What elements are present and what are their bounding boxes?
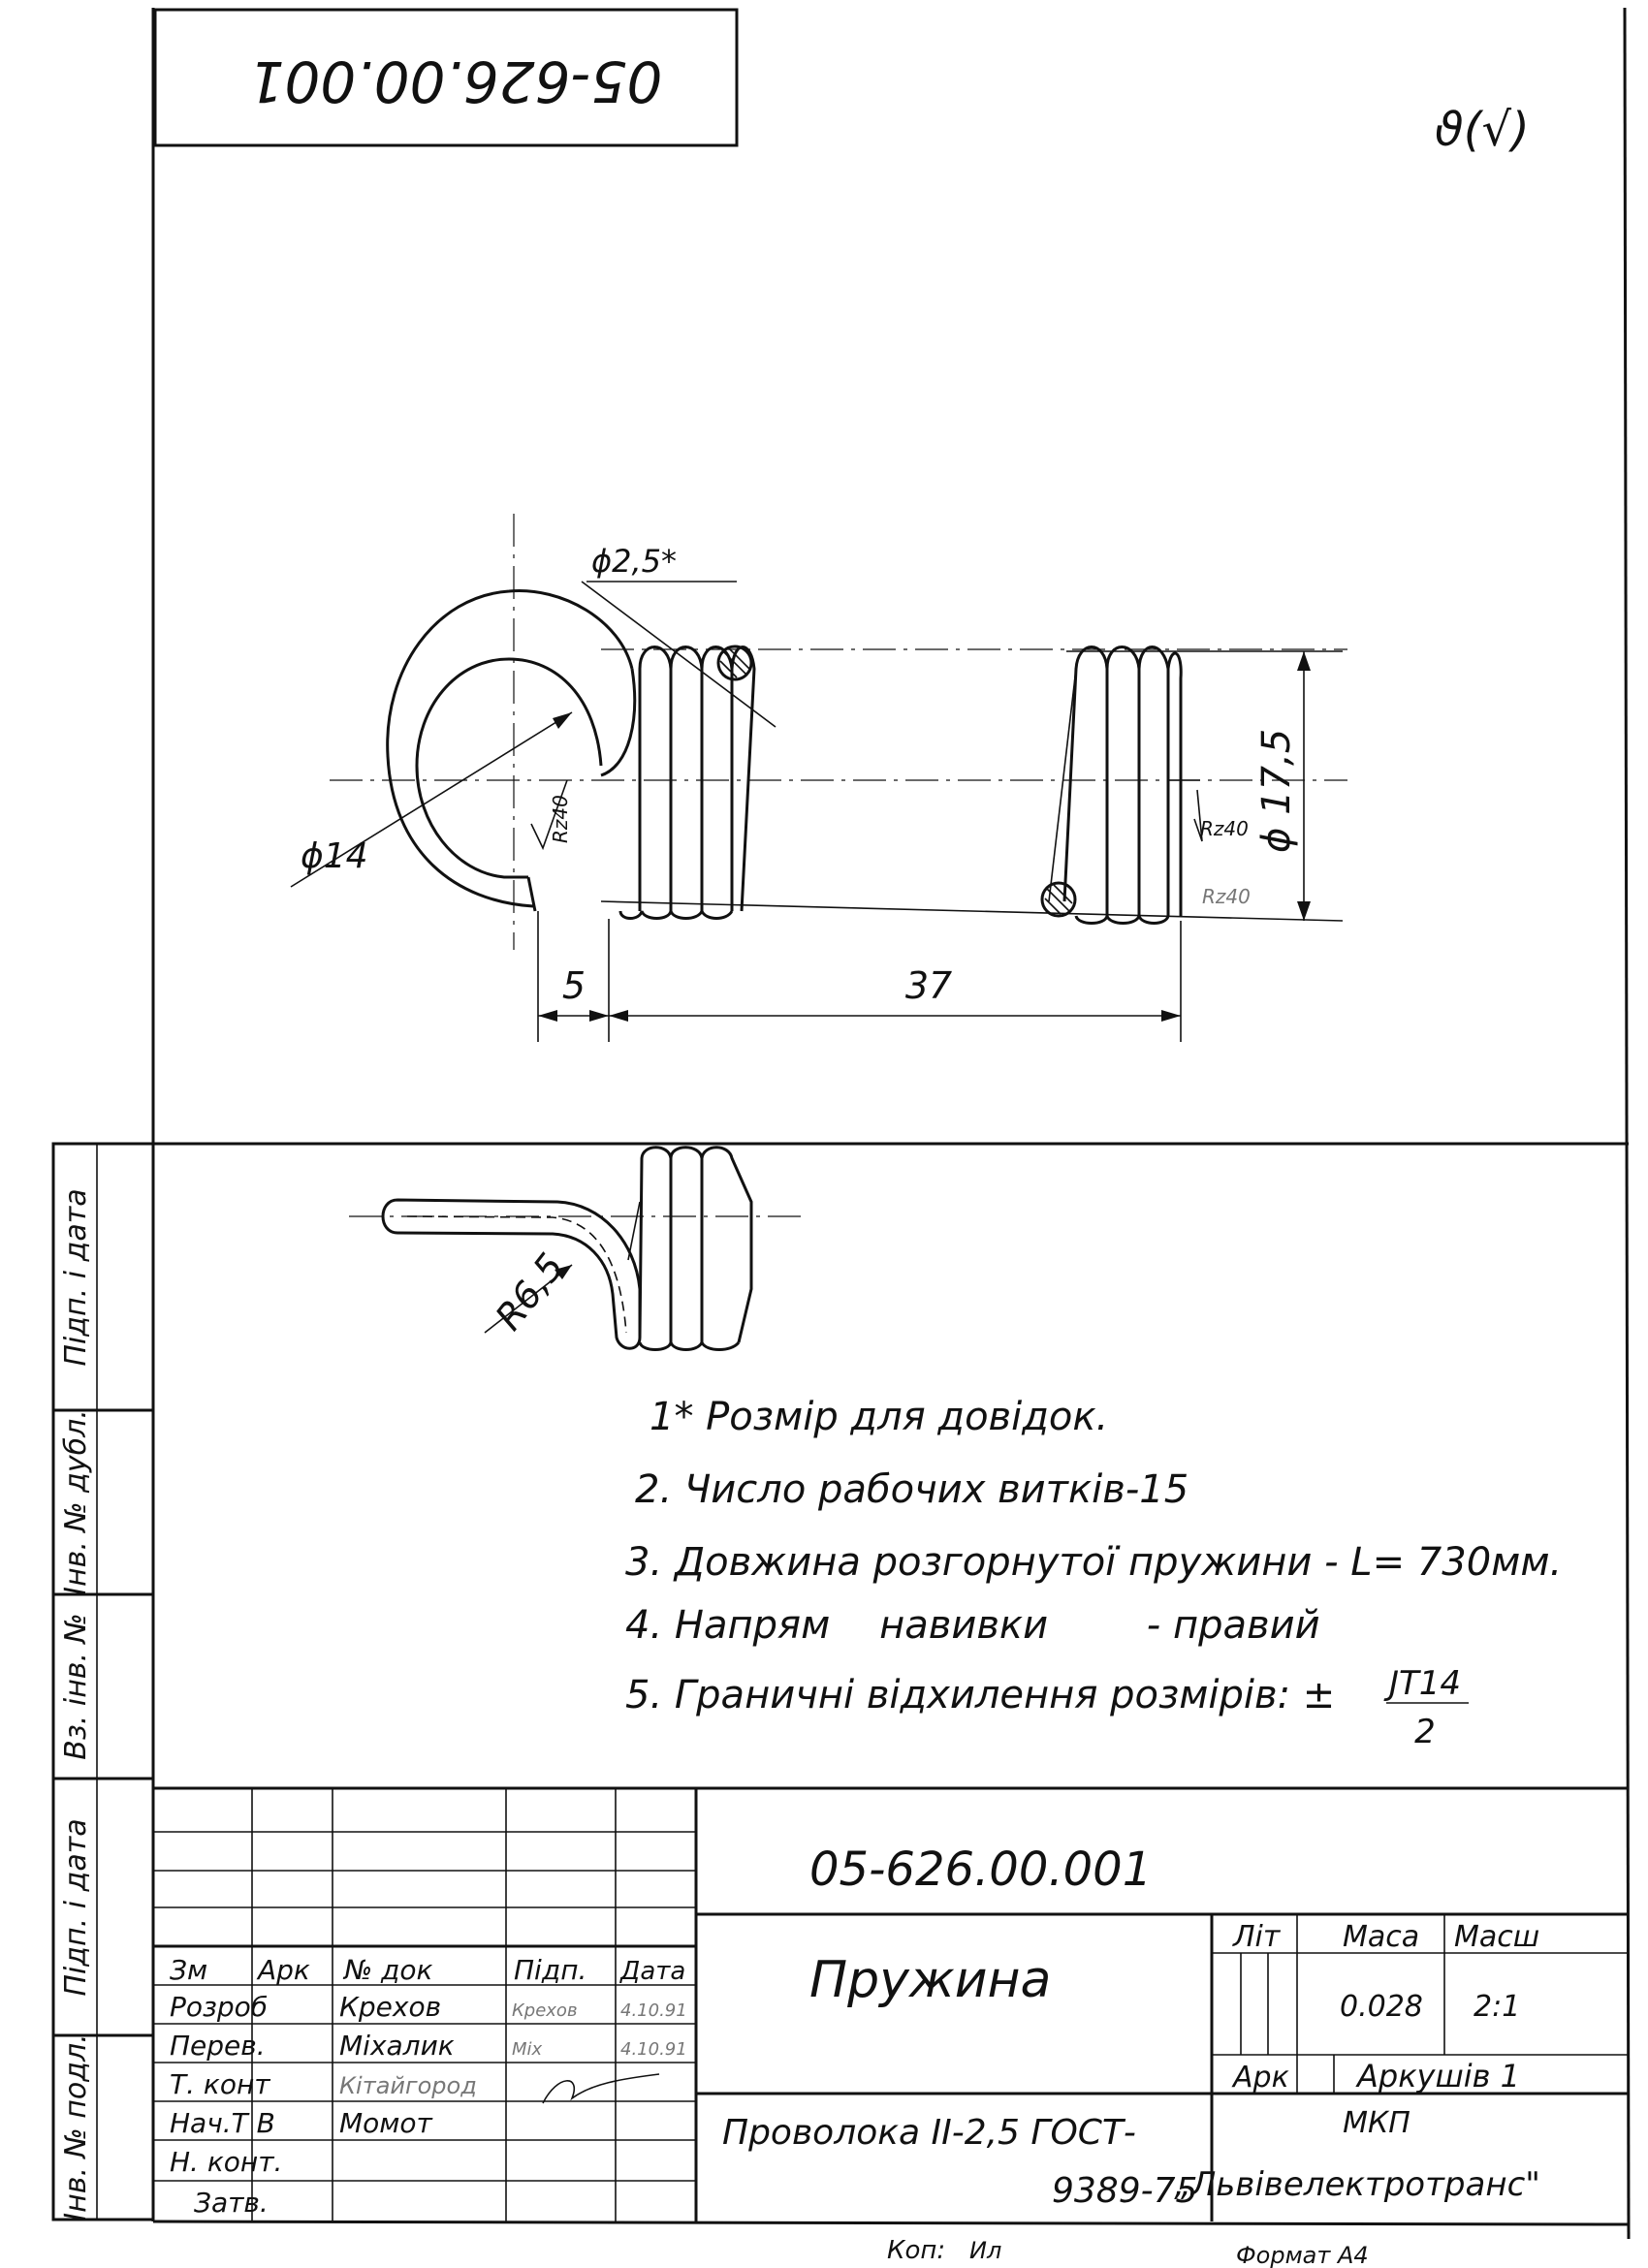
- sign-perev: Міх: [512, 2039, 543, 2060]
- dim-length: 37: [905, 964, 952, 1007]
- roughness-faint: Rz40: [1202, 885, 1251, 908]
- corner-mark: ϑ(√): [1435, 103, 1530, 157]
- side-binding-strip: Підп. і дата Інв. № дубл. Вз. інв. № Під…: [51, 1142, 155, 2221]
- side-label-vz-inv: Вз. інв. №: [59, 1613, 93, 1760]
- dim-coil-diameter: ϕ 17,5: [1254, 729, 1299, 853]
- side-label-inv-dubl: Інв. № дубл.: [59, 1409, 93, 1595]
- org-line-1: МКП: [1343, 2106, 1410, 2140]
- note-3: 3. Довжина розгорнутої пружини - L= 730м…: [625, 1540, 1562, 1585]
- date-razrob: 4.10.91: [620, 2000, 687, 2021]
- roughness-right: Rz40: [1200, 817, 1249, 840]
- spring-main-view: ϕ2,5* ϕ14 Rz40 ϕ 17,5 Rz40 Rz40 5 37: [290, 514, 1347, 1042]
- note-2: 2. Число рабочих витків-15: [635, 1467, 1188, 1512]
- role-nkont: Н. конт.: [170, 2146, 282, 2178]
- tolerance-denominator: 2: [1414, 1713, 1436, 1751]
- hdr-date: Дата: [619, 1957, 685, 1986]
- copied-sign: Ил: [969, 2237, 1001, 2264]
- material-line-2: 9389-75: [1052, 2171, 1197, 2211]
- side-label-inv-podl: Інв. № подл.: [59, 2033, 93, 2221]
- side-label-sign-date-1: Підп. і дата: [59, 1188, 93, 1366]
- format-label: Формат А4: [1236, 2242, 1369, 2268]
- hdr-doc: № док: [342, 1954, 433, 1986]
- role-razrob: Розроб: [170, 1991, 268, 2023]
- scale-value: 2:1: [1474, 1990, 1520, 2024]
- rotated-doc-stamp: 05-626.00.001: [153, 8, 739, 147]
- part-name: Пружина: [809, 1951, 1051, 2009]
- rotated-doc-number: 05-626.00.001: [249, 48, 663, 114]
- name-razrob: Крехов: [339, 1991, 441, 2023]
- dim-wire-diameter: ϕ2,5*: [591, 543, 677, 580]
- sheets-label: Аркушів 1: [1355, 2058, 1520, 2095]
- note-1: 1* Розмір для довідок.: [650, 1395, 1108, 1439]
- name-perev: Міхалик: [339, 2030, 455, 2062]
- role-zatv: Затв.: [194, 2187, 269, 2219]
- role-tkont: Т. конт: [170, 2068, 270, 2100]
- name-tkont: Кітайгород: [339, 2072, 477, 2099]
- spring-side-view: R6,5: [349, 1146, 805, 1351]
- sheet-label: Арк: [1231, 2061, 1289, 2095]
- side-label-sign-date-2: Підп. і дата: [59, 1818, 93, 1996]
- hdr-ark: Арк: [256, 1954, 310, 1986]
- dim-gap: 5: [562, 964, 586, 1007]
- scale-label: Масш: [1454, 1920, 1539, 1954]
- dim-bend-radius: R6,5: [487, 1245, 572, 1339]
- note-4: 4. Напрям навивки - правий: [625, 1603, 1320, 1648]
- mass-value: 0.028: [1340, 1990, 1423, 2024]
- dim-eye-diameter: ϕ14: [301, 836, 368, 876]
- copied-label: Коп:: [887, 2236, 945, 2265]
- material-line-1: Проволока II-2,5 ГОСТ-: [722, 2113, 1136, 2153]
- name-nach: Момот: [339, 2107, 433, 2139]
- tolerance-numerator: JT14: [1383, 1664, 1461, 1703]
- signature-tkont: [542, 2073, 660, 2104]
- hdr-izm: Зм: [170, 1954, 207, 1986]
- date-perev: 4.10.91: [620, 2039, 687, 2060]
- title-block: Зм Арк № док Підп. Дата Розроб Крехов Кр…: [153, 1786, 1629, 2221]
- org-line-2: „Львівелектротранс": [1174, 2165, 1540, 2204]
- technical-notes: 1* Розмір для довідок. 2. Число рабочих …: [625, 1395, 1562, 1751]
- sheet-footer: Коп: Ил Формат А4: [887, 2236, 1369, 2268]
- role-nach: Нач.Т В: [170, 2107, 275, 2139]
- roughness-left: Rz40: [549, 795, 572, 843]
- hdr-sign: Підп.: [514, 1954, 586, 1986]
- sign-razrob: Крехов: [512, 2000, 578, 2021]
- designation: 05-626.00.001: [809, 1843, 1152, 1897]
- mass-label: Маса: [1343, 1920, 1419, 1954]
- lit-label: Літ: [1232, 1920, 1282, 1954]
- role-perev: Перев.: [170, 2030, 266, 2062]
- sheet-frame: [151, 7, 1631, 2240]
- note-5: 5. Граничні відхилення розмірів: ±: [625, 1673, 1335, 1717]
